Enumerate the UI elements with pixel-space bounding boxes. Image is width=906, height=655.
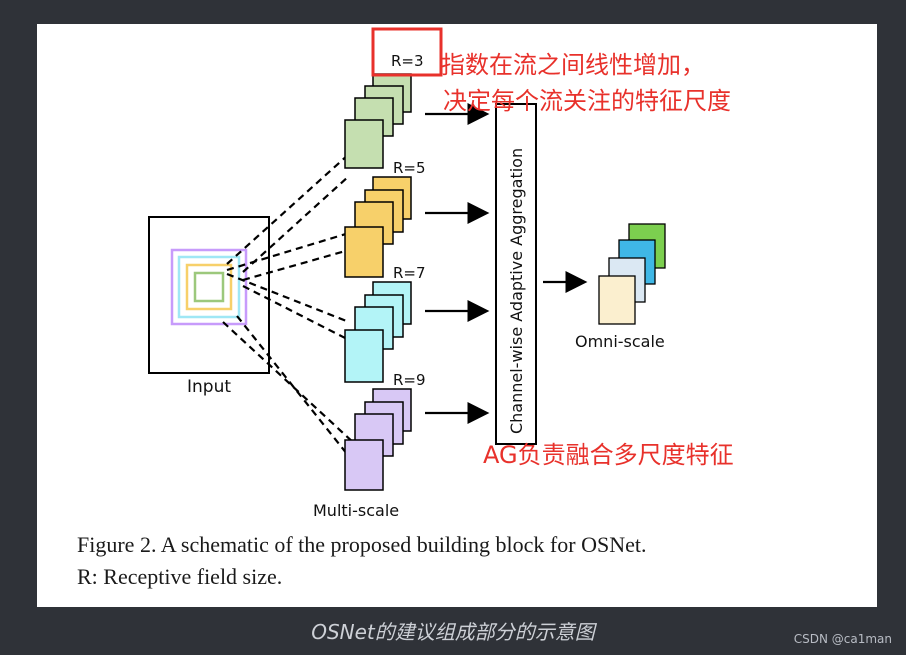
annotation-top-line-1: 指数在流之间线性增加， xyxy=(441,51,705,79)
stream-stack-r3 xyxy=(344,73,412,169)
input-label: Input xyxy=(187,377,231,397)
highlight-box xyxy=(371,27,443,77)
aggregation-label: Channel-wise Adaptive Aggregation xyxy=(507,148,526,434)
input-square-inner xyxy=(193,271,225,303)
caption-line-1: Figure 2. A schematic of the proposed bu… xyxy=(77,532,647,557)
stream-label-r9: R=9 xyxy=(393,371,426,389)
stream-stack-r5 xyxy=(344,176,412,278)
stream-label-r7: R=7 xyxy=(393,264,426,282)
multiscale-label: Multi-scale xyxy=(313,501,399,520)
figure-caption: Figure 2. A schematic of the proposed bu… xyxy=(77,529,646,593)
stream-label-r5: R=5 xyxy=(393,159,426,177)
stream-stack-r9 xyxy=(344,388,412,491)
stream-stack-r7 xyxy=(344,281,412,383)
annotation-bottom: AG负责融合多尺度特征 xyxy=(483,441,734,469)
input-box xyxy=(148,216,270,374)
page-caption: OSNet的建议组成部分的示意图 xyxy=(311,620,595,644)
watermark: CSDN @ca1man xyxy=(793,632,892,646)
omni-scale-label: Omni-scale xyxy=(575,332,665,351)
aggregation-box xyxy=(495,103,537,445)
input-square-3 xyxy=(185,263,233,311)
annotation-top-line-2: 决定每个流关注的特征尺度 xyxy=(443,87,731,115)
stream-label-r3: R=3 xyxy=(391,52,424,70)
stream-arrows xyxy=(425,103,490,424)
input-square-2 xyxy=(177,255,241,319)
osnet-diagram: Input R=3 R=5 xyxy=(148,27,666,520)
caption-line-2: R: Receptive field size. xyxy=(77,564,283,589)
omni-scale-stack xyxy=(598,223,666,325)
dashed-connectors xyxy=(222,153,356,465)
figure-panel: Input R=3 R=5 xyxy=(37,24,877,607)
